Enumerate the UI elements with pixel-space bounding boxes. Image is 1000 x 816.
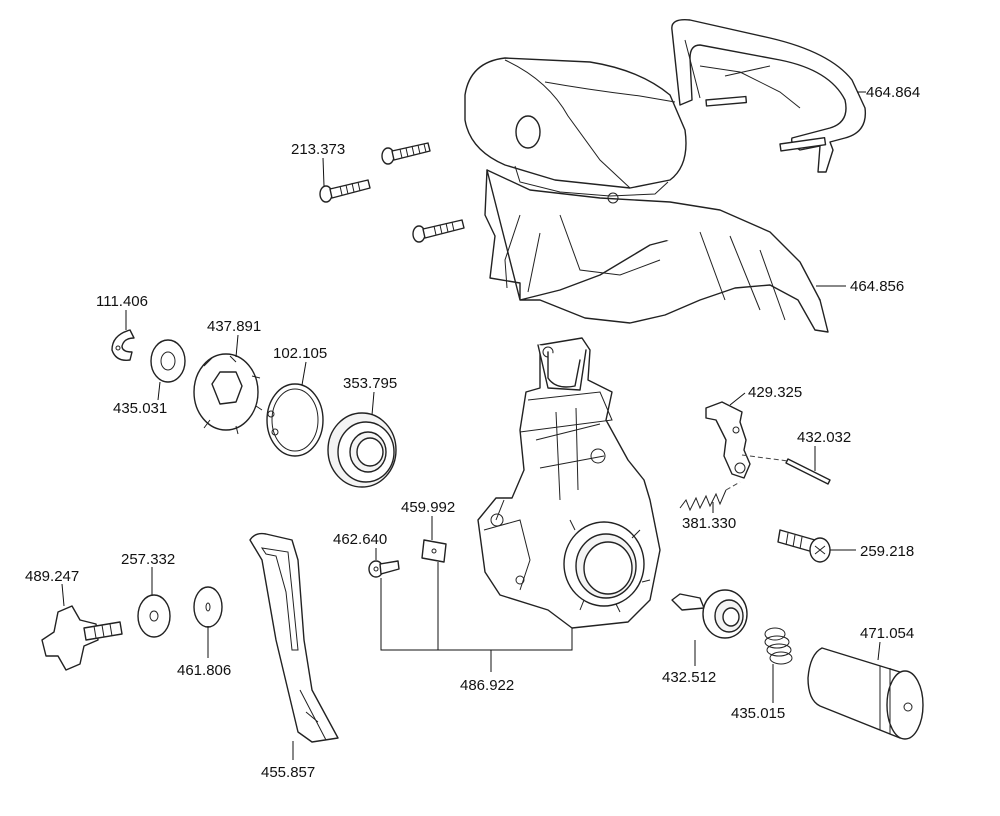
screw-213373-a [381,142,431,165]
label-461806: 461.806 [177,662,231,679]
leader-486922 [380,562,573,672]
washer-435031 [150,339,186,383]
label-489247: 489.247 [25,568,79,585]
leader-213373 [322,157,325,187]
handle-frame-464864 [671,19,867,173]
label-432032: 432.032 [797,429,851,446]
label-464856: 464.856 [850,278,904,295]
screw-213373-c [412,219,465,243]
screw-259218 [777,529,831,563]
label-437891: 437.891 [207,318,261,335]
screw-462640 [368,560,400,578]
label-353795: 353.795 [343,375,397,392]
retaining-clip-111406 [111,329,135,361]
label-435015: 435.015 [731,705,785,722]
washer-257332 [137,594,171,638]
spring-435015 [764,627,793,665]
label-432512: 432.512 [662,669,716,686]
leader-489247 [61,583,65,607]
label-455857: 455.857 [261,764,315,781]
label-471054: 471.054 [860,625,914,642]
label-111406: 111.406 [96,293,148,310]
leader-435031 [157,381,161,401]
latch-429325 [705,401,751,479]
leader-102105 [301,361,307,386]
handle-cap [464,57,687,204]
plate-459992 [421,539,447,563]
label-259218: 259.218 [860,543,914,560]
cylinder-471054 [807,647,924,740]
leader-353795 [371,391,375,416]
leader-429325 [729,392,746,406]
knob-432512 [671,589,748,639]
main-housing-486922 [477,337,661,629]
label-486922: 486.922 [460,677,514,694]
pin-432032 [785,458,831,485]
guard-housing-464856 [484,169,829,333]
label-381330: 381.330 [682,515,736,532]
slotted-lever-455857 [249,532,339,743]
part-labels: 213.373 464.864 464.856 111.406 437.891 … [25,84,920,781]
label-213373: 213.373 [291,141,345,158]
label-462640: 462.640 [333,531,387,548]
label-464864: 464.864 [866,84,920,101]
leader-437891 [235,334,239,358]
leader-lines [61,91,881,760]
leader-471054 [877,641,881,661]
spring-381330 [679,481,741,512]
washer-461806 [193,586,223,628]
screw-213373-b [319,179,371,203]
bearing-353795 [327,412,397,488]
gear-ring-437891 [193,353,263,435]
label-459992: 459.992 [401,499,455,516]
label-435031: 435.031 [113,400,167,417]
label-429325: 429.325 [748,384,802,401]
snap-ring-102105 [266,383,324,457]
label-102105: 102.105 [273,345,327,362]
label-257332: 257.332 [121,551,175,568]
knob-bolt-489247 [41,605,123,671]
